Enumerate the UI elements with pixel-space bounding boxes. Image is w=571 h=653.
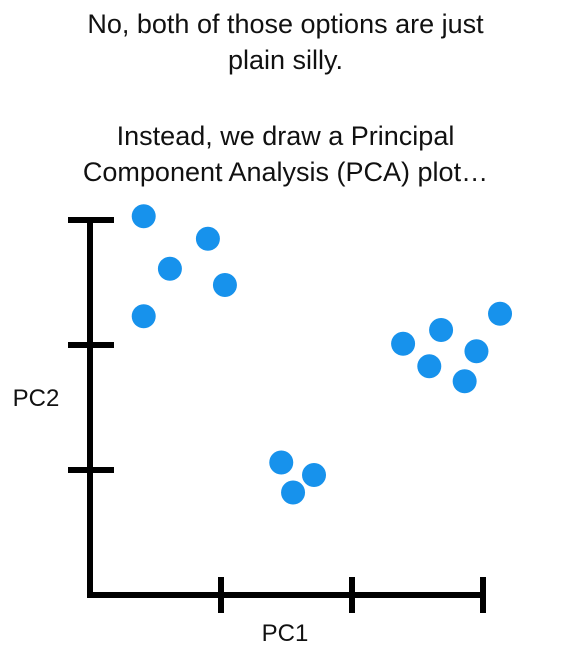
data-point-14	[281, 480, 306, 505]
data-points	[131, 204, 513, 505]
caption-line-3: Instead, we draw a Principal	[116, 121, 455, 151]
data-point-10	[417, 354, 442, 379]
data-point-8	[488, 301, 513, 326]
caption-bottom: Instead, we draw a Principal Component A…	[0, 118, 571, 190]
caption-line-4: Component Analysis (PCA) plot…	[82, 157, 489, 187]
caption-top: No, both of those options are just plain…	[0, 6, 571, 78]
data-point-1	[131, 204, 156, 229]
data-point-7	[429, 318, 454, 342]
caption-line-1: No, both of those options are just	[87, 9, 484, 39]
caption-line-2: plain silly.	[227, 45, 344, 75]
data-point-9	[464, 339, 489, 364]
data-point-3	[157, 256, 182, 281]
data-point-12	[269, 450, 294, 475]
x-axis-label: PC1	[262, 620, 309, 647]
axes	[68, 217, 486, 613]
data-point-5	[131, 304, 156, 329]
y-axis-label: PC2	[13, 385, 60, 412]
data-point-13	[302, 463, 327, 487]
data-point-4	[212, 273, 237, 297]
data-point-6	[391, 331, 416, 356]
data-point-2	[195, 226, 220, 251]
data-point-11	[452, 369, 477, 394]
